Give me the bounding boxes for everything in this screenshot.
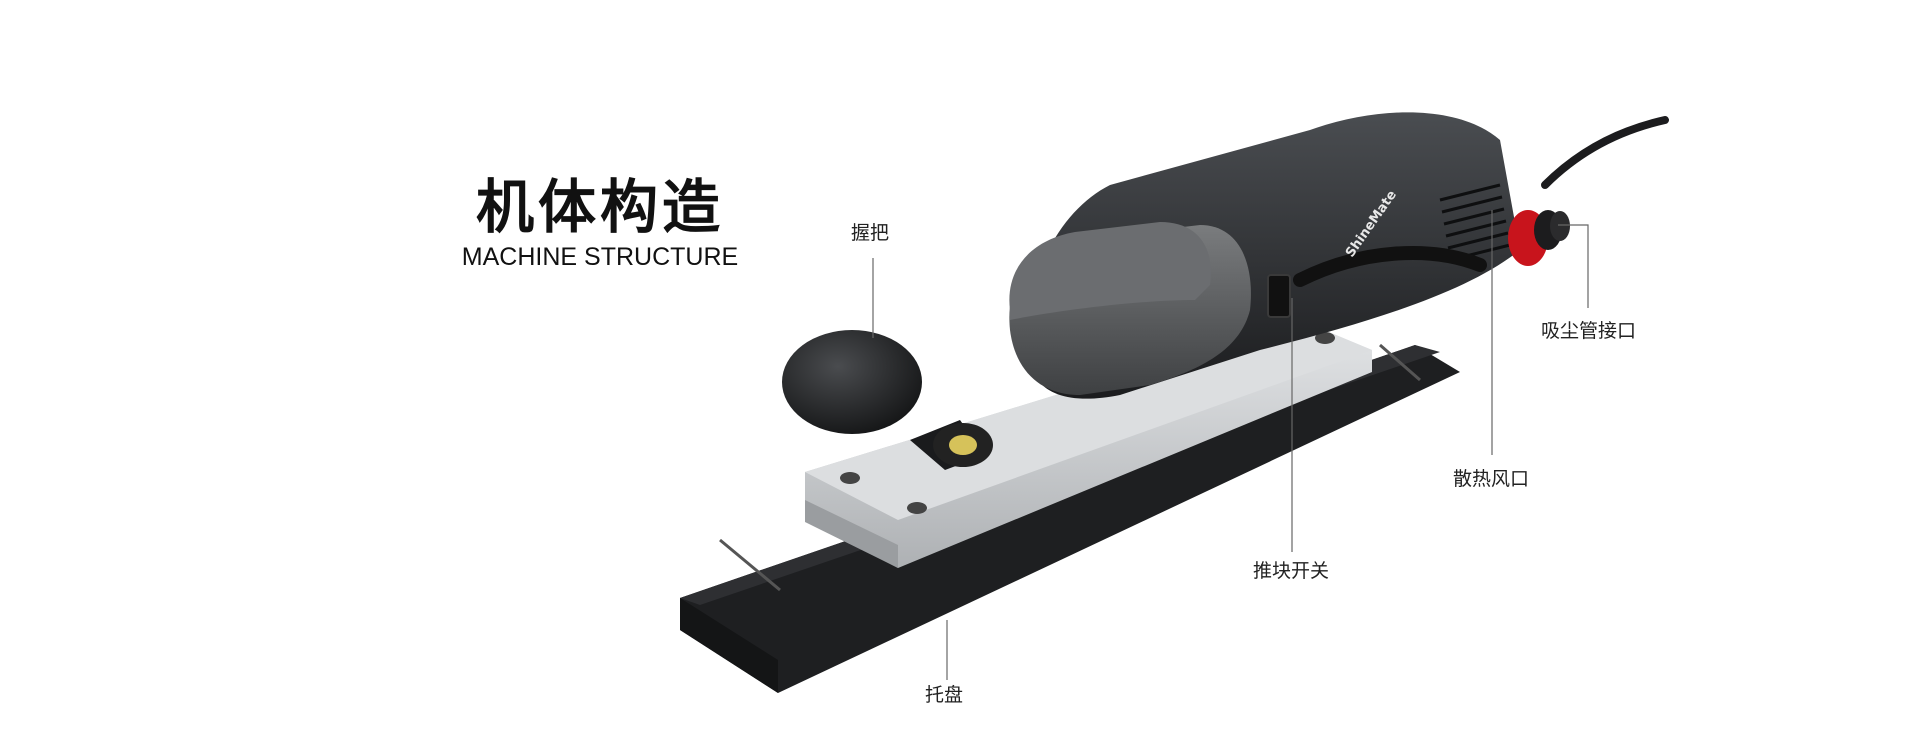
callout-slide-switch: 推块开关 <box>1253 560 1330 582</box>
section-title-en: MACHINE STRUCTURE <box>461 243 739 271</box>
callout-pad: 托盘 <box>925 684 964 706</box>
callout-vent: 散热风口 <box>1453 468 1530 490</box>
callout-grip: 握把 <box>851 222 890 244</box>
section-heading: 机体构造 MACHINE STRUCTURE <box>455 172 745 272</box>
callout-dust-port: 吸尘管接口 <box>1541 320 1637 342</box>
motor-housing <box>1009 112 1520 399</box>
dust-port-leader <box>1558 224 1589 308</box>
dust-port <box>1508 210 1570 266</box>
section-title-cn: 机体构造 <box>475 173 724 241</box>
slide-switch <box>1267 274 1291 318</box>
power-cable <box>1541 116 1669 189</box>
front-knob <box>782 330 993 470</box>
base-plate <box>805 320 1372 568</box>
